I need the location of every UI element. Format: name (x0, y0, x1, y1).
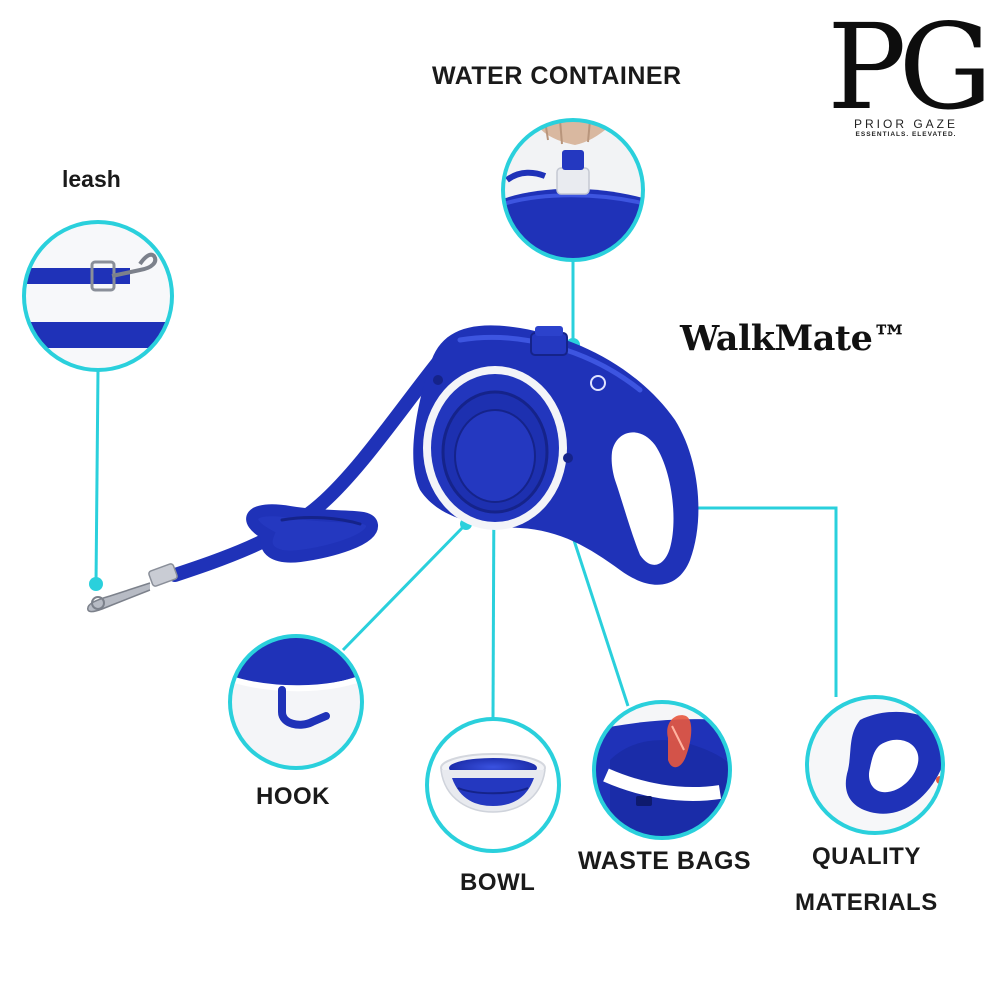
logo-tagline: ESSENTIALS. ELEVATED. (855, 131, 957, 138)
label-quality: QUALITY (812, 843, 921, 870)
quality-connector (682, 506, 838, 697)
label-leash: leash (62, 166, 121, 192)
dispenser-body (413, 325, 699, 585)
hook-connector (341, 522, 468, 652)
logo-monogram-icon: PG (827, 0, 993, 136)
leash-detail-icon (22, 220, 174, 372)
label-bowl: BOWL (460, 869, 536, 896)
hook-icon (228, 634, 364, 770)
waste-connector (568, 527, 630, 707)
leash-connector (94, 369, 100, 585)
brand-logo: PG PRIOR GAZE ESSENTIALS. ELEVATED. (818, 0, 994, 148)
logo-name: PRIOR GAZE (853, 117, 958, 131)
water-container-icon (501, 118, 645, 262)
label-hook: HOOK (256, 783, 330, 810)
waste-bag-icon (592, 700, 732, 840)
leash-clip-icon (87, 563, 178, 613)
label-water-container: WATER CONTAINER (432, 62, 682, 90)
logo-initials: PG (827, 0, 985, 118)
product-title: WalkMate™ (680, 318, 907, 359)
leash-strap (168, 353, 447, 582)
label-materials: MATERIALS (795, 889, 938, 916)
label-waste-bags: WASTE BAGS (578, 847, 752, 875)
collapsible-bowl-icon (425, 717, 561, 853)
handle-icon (805, 695, 945, 835)
